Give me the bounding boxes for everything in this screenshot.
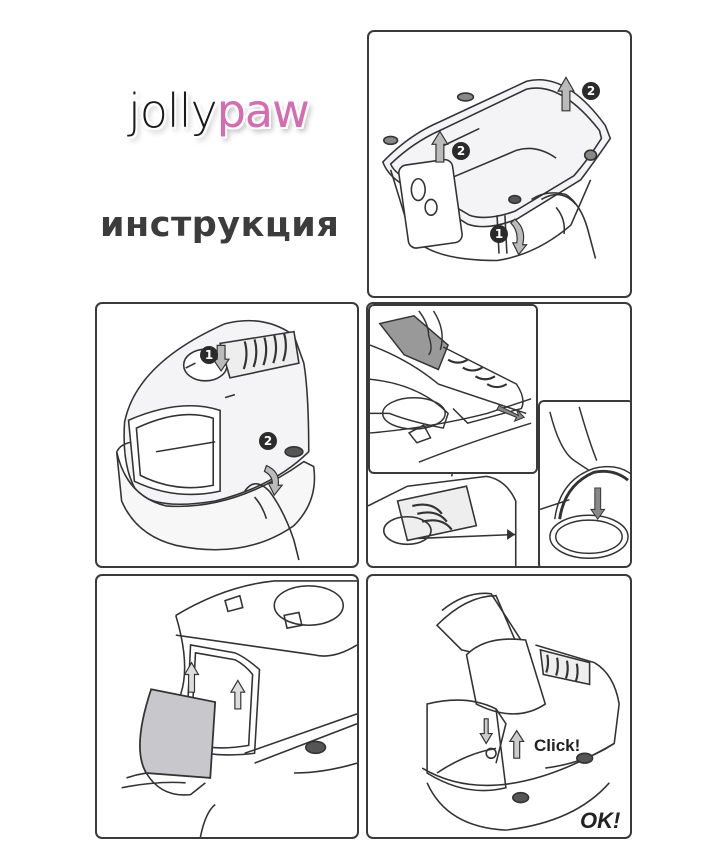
- step-4-panel: [95, 574, 359, 839]
- click-label: Click!: [534, 736, 581, 755]
- arrow-up-icon: [557, 76, 575, 112]
- step-badge-1: 1: [490, 225, 508, 243]
- ok-label: OK!: [580, 808, 621, 833]
- handle-attach-detail: [538, 400, 630, 566]
- step-badge-1: 1: [200, 346, 218, 364]
- step-badge-2: 2: [452, 142, 470, 160]
- arrow-down-icon: [589, 487, 606, 521]
- arrow-up-icon: [430, 130, 449, 163]
- filter-overview-illustration: [368, 451, 517, 566]
- arrow-right-icon: [496, 404, 526, 423]
- arrow-down-icon: [479, 718, 494, 745]
- handle-attach-illustration: [540, 406, 630, 559]
- filter-insert-illustration: [370, 310, 532, 463]
- step-2-panel: 1 2: [95, 302, 359, 568]
- door-click-illustration: [421, 592, 620, 831]
- litter-tray-illustration: [381, 76, 612, 262]
- door-attach-illustration: [121, 580, 357, 837]
- arrow-up-icon: [229, 679, 246, 710]
- step-1-panel: 2 2 1: [367, 30, 632, 298]
- rotate-arrow-icon: [263, 464, 284, 497]
- arrow-up-icon: [183, 661, 200, 693]
- step-badge-2: 2: [259, 432, 277, 450]
- covered-litter-box-illustration: [115, 319, 316, 561]
- step-badge-2: 2: [582, 82, 600, 100]
- step-5-panel: Click! OK!: [366, 574, 632, 839]
- step-3-panel: [366, 302, 632, 568]
- filter-insert-detail: [368, 304, 538, 474]
- arrow-up-icon: [508, 729, 525, 759]
- page-title: инструкция: [100, 205, 340, 245]
- brand-logo-part2: paw: [216, 84, 310, 138]
- brand-logo-part1: jolly: [128, 84, 218, 138]
